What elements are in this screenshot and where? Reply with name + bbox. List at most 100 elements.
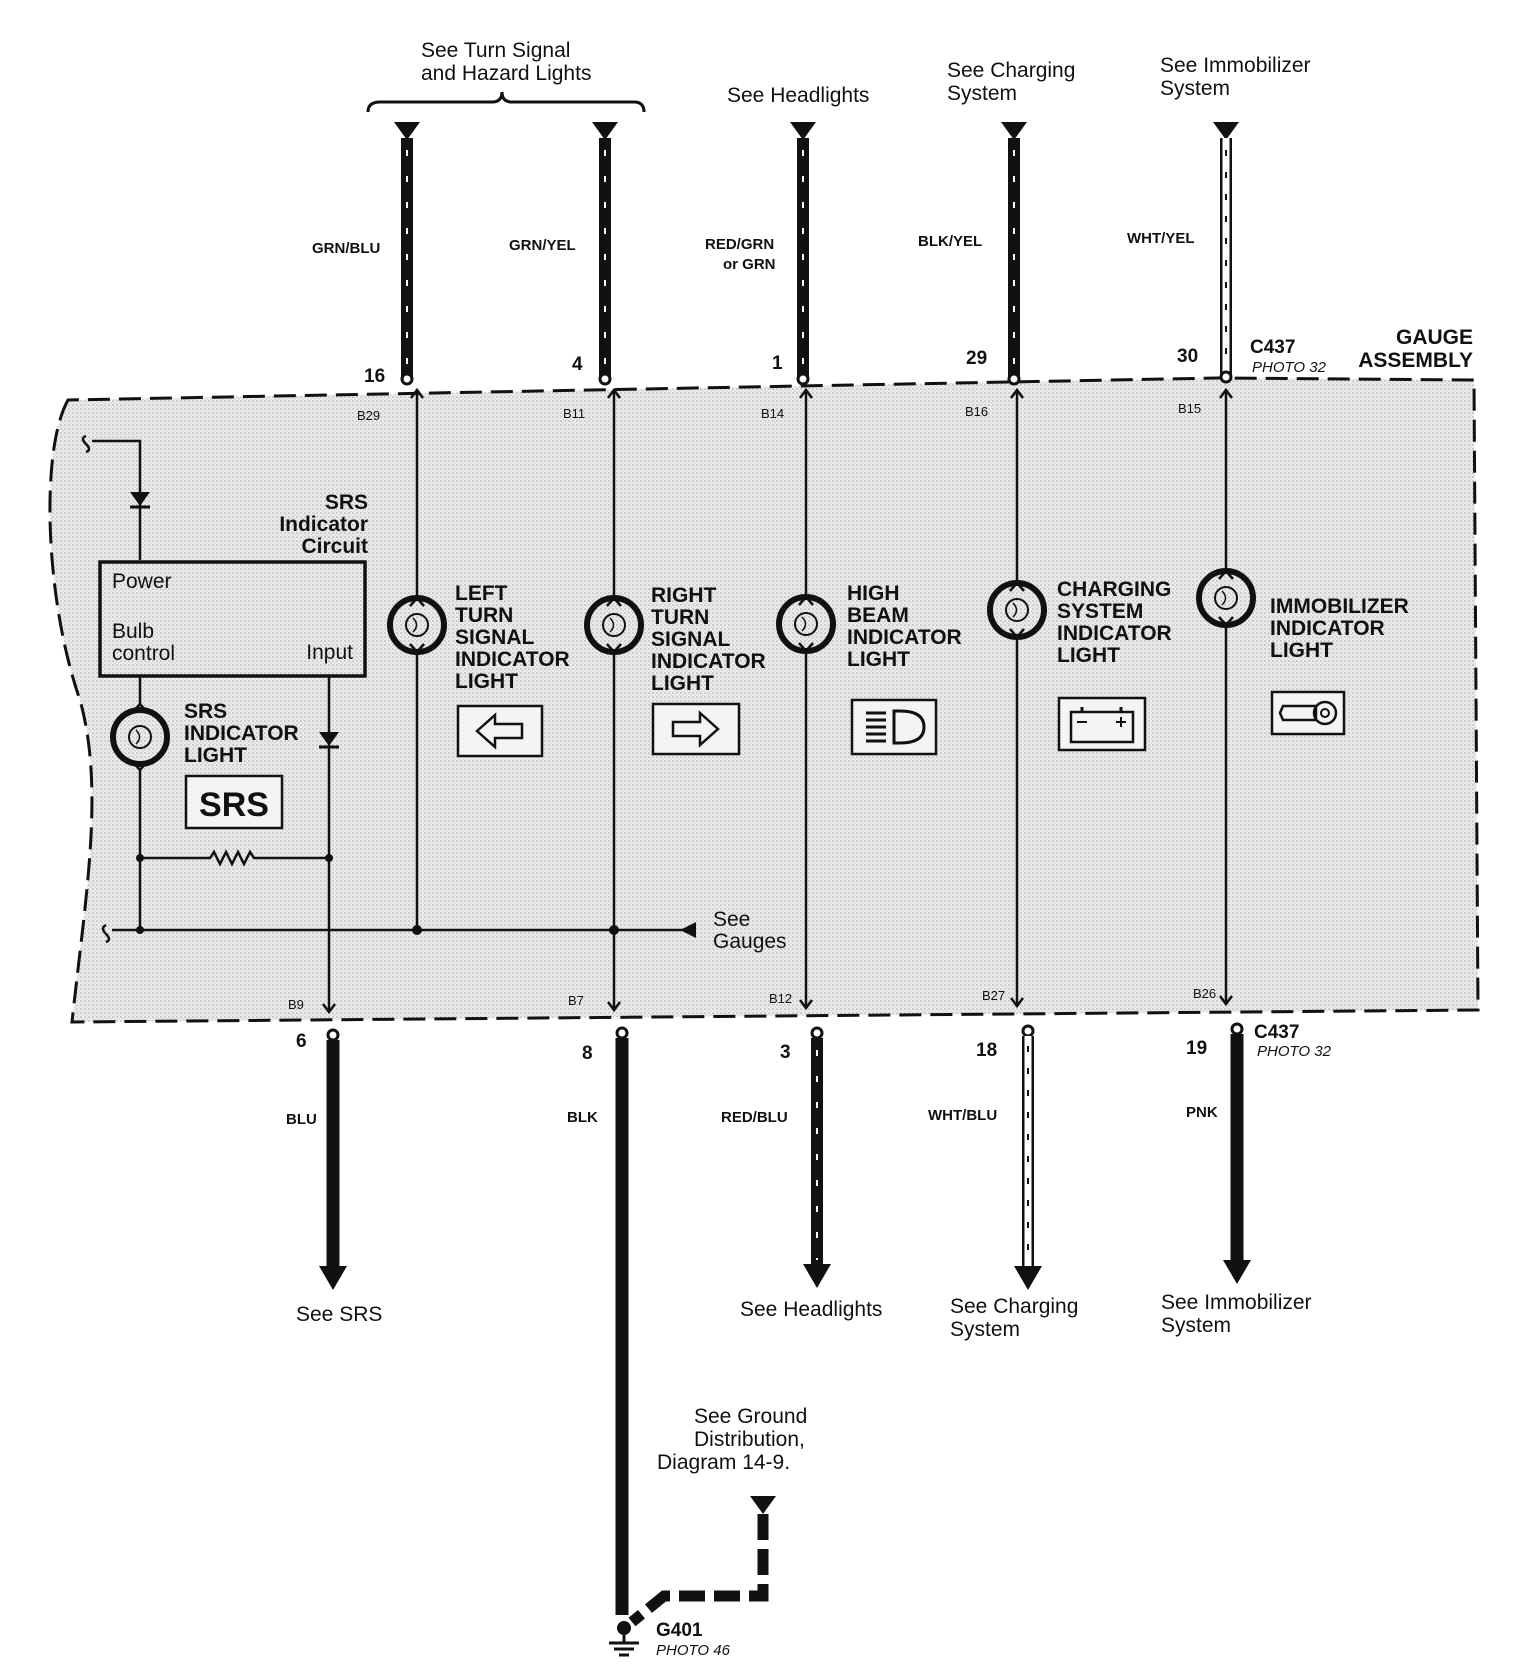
svg-text:Circuit: Circuit — [301, 535, 368, 558]
svg-text:SRS: SRS — [199, 786, 269, 824]
svg-text:See Turn Signal: See Turn Signal — [421, 39, 570, 62]
ref-see-srs: See SRS — [296, 1303, 382, 1326]
wire-label-blu: BLU — [286, 1111, 317, 1128]
svg-text:System: System — [1161, 1314, 1231, 1337]
svg-text:Indicator: Indicator — [279, 513, 368, 536]
svg-text:INDICATOR: INDICATOR — [1270, 617, 1385, 640]
ground-symbol — [609, 1621, 639, 1657]
high-beam-icon — [850, 698, 938, 756]
terminal-b9: B9 — [288, 997, 304, 1012]
wire-top-wht-yel — [1213, 122, 1239, 384]
srs-diode-top — [130, 492, 150, 506]
ground-branch-wire — [628, 1496, 776, 1627]
wire-label-wht-yel: WHT/YEL — [1127, 230, 1195, 247]
srs-light-label: SRS INDICATOR LIGHT — [184, 700, 299, 767]
svg-text:INDICATOR: INDICATOR — [455, 648, 570, 671]
svg-text:See Immobilizer: See Immobilizer — [1160, 54, 1311, 77]
svg-text:HIGH: HIGH — [847, 582, 900, 605]
svg-text:INDICATOR: INDICATOR — [847, 626, 962, 649]
wire-bottom-blu — [319, 1028, 347, 1290]
svg-text:See Charging: See Charging — [947, 59, 1075, 82]
pin-19: 19 — [1186, 1038, 1207, 1059]
pin-3: 3 — [780, 1042, 791, 1063]
svg-text:System: System — [950, 1318, 1020, 1341]
pin-29: 29 — [966, 348, 987, 369]
terminal-b27: B27 — [982, 988, 1005, 1003]
srs-indicator-bulb — [110, 702, 170, 772]
svg-text:RED/GRN: RED/GRN — [705, 236, 774, 253]
charging-label: CHARGING SYSTEM INDICATOR LIGHT — [1057, 578, 1172, 667]
svg-text:SRS: SRS — [184, 700, 227, 723]
terminal-b12: B12 — [769, 991, 792, 1006]
see-gauges-ref: See Gauges — [713, 908, 787, 953]
svg-text:See Immobilizer: See Immobilizer — [1161, 1291, 1312, 1314]
svg-text:See Charging: See Charging — [950, 1295, 1078, 1318]
svg-text:TURN: TURN — [455, 604, 513, 627]
pin-1: 1 — [772, 353, 783, 374]
ground-ref: See Ground Distribution, Diagram 14-9. — [657, 1405, 807, 1474]
svg-text:SIGNAL: SIGNAL — [455, 626, 535, 649]
wire-label-wht-blu: WHT/BLU — [928, 1107, 997, 1124]
svg-text:Bulb: Bulb — [112, 620, 154, 643]
srs-power-label: Power — [112, 570, 172, 593]
srs-symbol: SRS — [184, 774, 284, 830]
immobilizer-label: IMMOBILIZER INDICATOR LIGHT — [1270, 595, 1409, 662]
high-beam-bulb — [776, 594, 836, 654]
right-turn-bulb — [584, 595, 644, 655]
wire-top-red-grn — [790, 122, 816, 386]
pin-18: 18 — [976, 1040, 997, 1061]
svg-text:PHOTO 46: PHOTO 46 — [656, 1642, 731, 1659]
wire-bottom-wht-blu — [1014, 1024, 1042, 1290]
svg-text:INDICATOR: INDICATOR — [184, 722, 299, 745]
wire-label-red-grn: RED/GRN or GRN — [705, 236, 776, 273]
svg-text:LIGHT: LIGHT — [1270, 639, 1333, 662]
svg-text:and Hazard Lights: and Hazard Lights — [421, 62, 591, 85]
gauge-assembly-region — [48, 376, 1480, 1024]
wire-bottom-red-blu — [803, 1026, 831, 1288]
pin-8: 8 — [582, 1043, 593, 1064]
left-turn-bulb — [387, 595, 447, 655]
junction-dots — [136, 854, 619, 935]
wire-label-pnk: PNK — [1186, 1104, 1218, 1121]
svg-text:SRS: SRS — [325, 491, 368, 514]
svg-text:INDICATOR: INDICATOR — [1057, 622, 1172, 645]
svg-text:LIGHT: LIGHT — [455, 670, 518, 693]
terminal-b29: B29 — [357, 408, 380, 423]
svg-text:RIGHT: RIGHT — [651, 584, 717, 607]
svg-text:C437: C437 — [1254, 1022, 1299, 1043]
svg-text:IMMOBILIZER: IMMOBILIZER — [1270, 595, 1409, 618]
connector-c437-bottom: C437 PHOTO 32 — [1254, 1022, 1332, 1060]
ref-charging-top: See Charging System — [947, 59, 1075, 105]
terminal-b26: B26 — [1193, 986, 1216, 1001]
svg-text:Gauges: Gauges — [713, 930, 787, 953]
right-arrow-icon — [651, 702, 741, 756]
svg-text:TURN: TURN — [651, 606, 709, 629]
wire-label-blk: BLK — [567, 1109, 598, 1126]
srs-diode-input — [319, 732, 339, 746]
svg-text:PHOTO 32: PHOTO 32 — [1252, 359, 1327, 376]
ref-see-immobilizer-bottom: See Immobilizer System — [1161, 1291, 1312, 1337]
svg-text:Diagram 14-9.: Diagram 14-9. — [657, 1451, 790, 1474]
wire-bottom-pnk — [1223, 1022, 1251, 1284]
svg-text:GAUGE: GAUGE — [1396, 326, 1473, 349]
internal-lines — [81, 387, 1233, 1015]
svg-text:System: System — [947, 82, 1017, 105]
svg-text:C437: C437 — [1250, 337, 1295, 358]
key-icon — [1270, 690, 1346, 736]
wire-label-blk-yel: BLK/YEL — [918, 233, 982, 250]
terminal-b7: B7 — [568, 993, 584, 1008]
svg-text:CHARGING: CHARGING — [1057, 578, 1171, 601]
svg-text:SYSTEM: SYSTEM — [1057, 600, 1143, 623]
high-beam-label: HIGH BEAM INDICATOR LIGHT — [847, 582, 962, 671]
terminal-b16: B16 — [965, 404, 988, 419]
wire-top-blk-yel — [1001, 122, 1027, 386]
srs-bulb-control-label: Bulb control — [112, 620, 175, 665]
svg-text:LIGHT: LIGHT — [651, 672, 714, 695]
svg-text:LIGHT: LIGHT — [847, 648, 910, 671]
charging-bulb — [987, 580, 1047, 640]
right-turn-label: RIGHT TURN SIGNAL INDICATOR LIGHT — [651, 584, 766, 695]
svg-text:G401: G401 — [656, 1620, 703, 1641]
svg-text:control: control — [112, 642, 175, 665]
svg-text:INDICATOR: INDICATOR — [651, 650, 766, 673]
pin-6: 6 — [296, 1031, 307, 1052]
